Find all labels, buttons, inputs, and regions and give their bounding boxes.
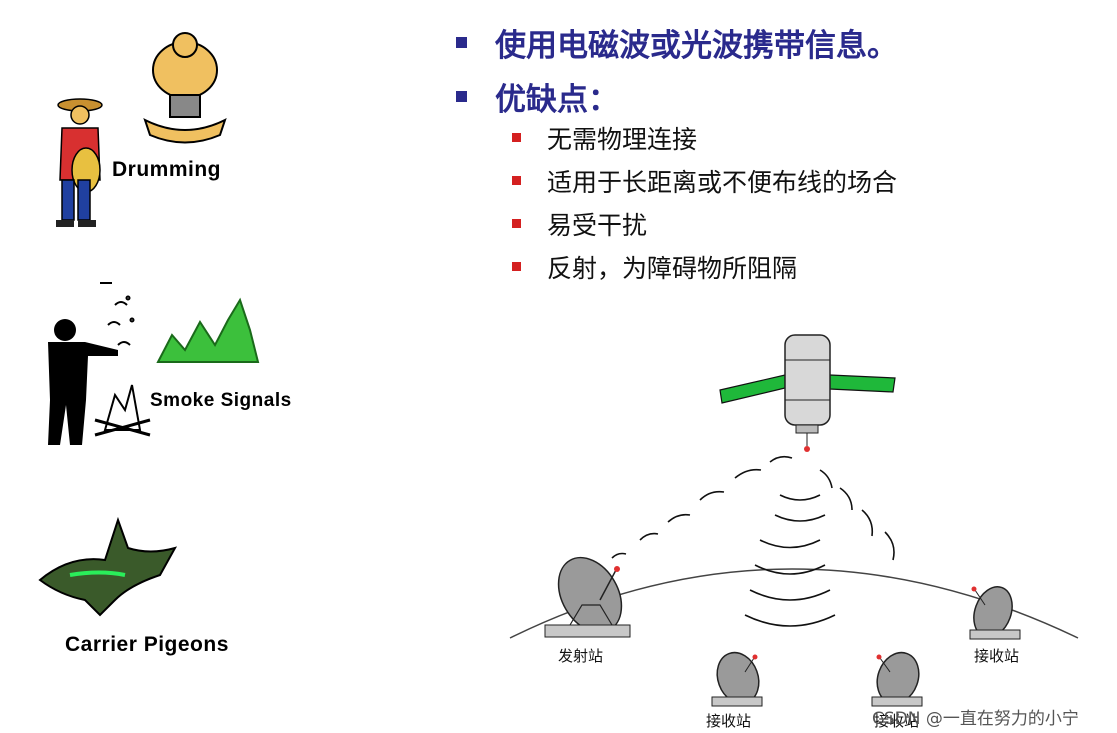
smoke-signals-label: Smoke Signals (150, 390, 292, 411)
bullet-square-icon (456, 91, 467, 102)
transmit-station-label: 发射站 (558, 647, 604, 665)
carrier-pigeons-label: Carrier Pigeons (65, 633, 229, 656)
sub-bullet-item: 适用于长距离或不便布线的场合 (512, 159, 897, 202)
sub-bullet-square-icon (512, 176, 521, 185)
receive-dish-right-icon (969, 586, 1021, 640)
smoke-signal-person-silhouette (48, 319, 118, 445)
sub-bullet-item: 反射，为障碍物所阻隔 (512, 245, 897, 288)
sub-bullet-text: 反射，为障碍物所阻隔 (547, 253, 798, 283)
sub-bullet-item: 无需物理连接 (512, 116, 897, 159)
receive-dish-middle-icon (711, 651, 763, 707)
main-bullet-1-text: 使用电磁波或光波携带信息。 (495, 28, 898, 64)
main-bullet-2-text: 优缺点： (495, 82, 619, 118)
campfire-icon (94, 384, 151, 437)
bullet-square-icon (456, 37, 467, 48)
sub-bullet-square-icon (512, 262, 521, 271)
sub-bullet-item: 易受干扰 (512, 202, 897, 245)
main-bullet-2: 优缺点： (456, 74, 619, 119)
signal-waves (611, 455, 895, 627)
sub-bullet-list: 无需物理连接 适用于长距离或不便布线的场合 易受干扰 反射，为障碍物所阻隔 (512, 116, 897, 288)
csdn-watermark: CSDN @一直在努力的小宁 (872, 709, 1079, 729)
sub-bullet-text: 无需物理连接 (547, 124, 698, 154)
carrier-pigeon-icon (38, 516, 178, 617)
satellite-icon (719, 334, 896, 452)
drumming-label: Drumming (112, 158, 221, 181)
seated-drummer-figure (143, 32, 227, 144)
sub-bullet-text: 适用于长距离或不便布线的场合 (547, 167, 898, 197)
receive-station-label-right: 接收站 (974, 647, 1020, 665)
main-bullet-1: 使用电磁波或光波携带信息。 (456, 20, 898, 65)
sub-bullet-text: 易受干扰 (547, 210, 648, 240)
standing-drummer-figure (56, 98, 103, 227)
receive-station-label-lower-right: 接收站 (874, 712, 920, 730)
green-hills-icon (156, 297, 260, 363)
receive-station-label-middle: 接收站 (706, 712, 752, 730)
sub-bullet-square-icon (512, 133, 521, 142)
smoke-puffs (100, 282, 135, 346)
receive-dish-lower-right-icon (871, 651, 923, 707)
sub-bullet-square-icon (512, 219, 521, 228)
transmit-dish-icon (544, 556, 631, 638)
